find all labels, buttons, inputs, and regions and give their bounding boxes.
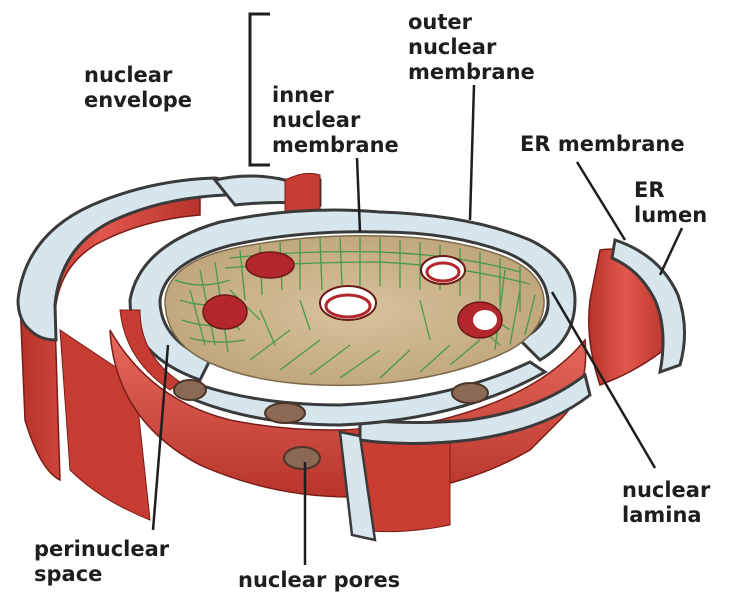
- right-er-sheet: [589, 240, 685, 385]
- pore-interior-2: [203, 295, 247, 329]
- pore-exterior-4: [284, 447, 320, 469]
- label-inner-nuclear-membrane: inner nuclear membrane: [272, 83, 399, 158]
- pore-exterior-1: [174, 380, 206, 400]
- er-membrane-leader: [577, 162, 625, 240]
- label-nuclear-envelope: nuclear envelope: [84, 63, 192, 113]
- pore-interior-1: [246, 252, 294, 278]
- er-lumen-leader: [660, 228, 682, 275]
- label-er-lumen: ER lumen: [634, 178, 707, 228]
- label-perinuclear-space: perinuclear space: [34, 537, 169, 587]
- nuclear-envelope-bracket: [250, 14, 270, 165]
- label-nuclear-lamina: nuclear lamina: [622, 478, 710, 528]
- label-nuclear-pores: nuclear pores: [238, 568, 400, 593]
- label-outer-nuclear-membrane: outer nuclear membrane: [408, 10, 535, 85]
- outer-membrane-leader: [470, 85, 474, 220]
- pore-exterior-3: [452, 383, 488, 403]
- pore-exterior-2: [265, 403, 305, 423]
- label-er-membrane: ER membrane: [520, 132, 685, 157]
